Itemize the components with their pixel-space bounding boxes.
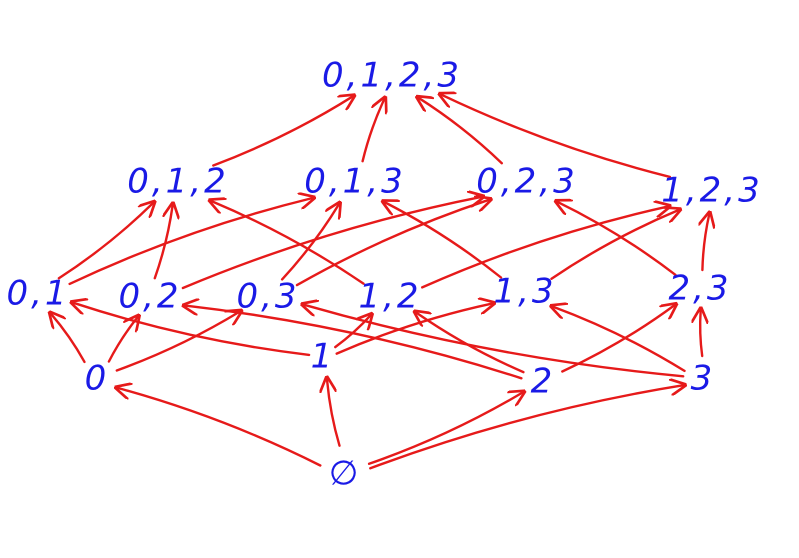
node-s123: 1,2,3: [661, 171, 763, 211]
edge-s2-to-s23: [561, 305, 675, 373]
edge-empty-to-s1: [327, 379, 341, 447]
node-s0: 0: [85, 359, 110, 399]
edge-s23-to-s123: [702, 214, 709, 272]
edge-s012-to-s0123: [212, 96, 353, 167]
edge-s12-to-s012: [211, 201, 365, 285]
edge-empty-to-s0: [118, 388, 322, 467]
edge-s13-to-s013: [384, 202, 503, 279]
edge-s013-to-s0123: [361, 99, 385, 163]
node-s013: 0,1,3: [304, 162, 406, 202]
edge-s1-to-s01: [73, 303, 311, 357]
edge-s13-to-s123: [550, 210, 679, 280]
node-s01: 0,1: [6, 274, 69, 314]
edge-empty-to-s2: [367, 392, 523, 465]
edge-s3-to-s03: [304, 305, 685, 378]
node-s012: 0,1,2: [127, 162, 229, 202]
node-s03: 0,3: [236, 277, 299, 317]
edge-s0-to-s02: [107, 317, 138, 363]
edge-s12-to-s123: [421, 206, 668, 289]
node-s12: 1,2: [358, 277, 421, 317]
node-s1: 1: [311, 337, 336, 377]
nodes-layer: ∅ 0 1 2 3 0,1 0,2 0,3 1,2 1,3 2,3 0,1,2 0,1,3 0,2,3 1,…: [6, 56, 763, 494]
edge-s02-to-s012: [153, 205, 173, 280]
node-s023: 0,2,3: [476, 162, 578, 202]
edges-layer: [51, 95, 709, 470]
node-s2: 2: [531, 362, 556, 402]
edge-s01-to-s013: [68, 198, 313, 286]
edge-s3-to-s13: [553, 307, 686, 373]
edge-s0-to-s03: [115, 312, 240, 372]
edge-s2-to-s02: [185, 306, 523, 380]
edge-s0-to-s01: [51, 314, 86, 364]
edge-s23-to-s023: [557, 202, 677, 276]
edge-s01-to-s012: [57, 203, 153, 280]
edge-s123-to-s0123: [441, 95, 672, 179]
edge-s03-to-s023: [295, 200, 489, 287]
edge-empty-to-s3: [369, 385, 683, 470]
node-s02: 0,2: [118, 277, 181, 317]
node-s23: 2,3: [668, 269, 731, 309]
edge-s02-to-s023: [181, 197, 482, 290]
node-s3: 3: [691, 359, 716, 399]
node-empty: ∅: [329, 454, 362, 494]
edge-s023-to-s0123: [419, 98, 503, 165]
node-s0123: 0,1,2,3: [322, 56, 462, 96]
node-s13: 1,3: [493, 272, 556, 312]
edge-s3-to-s23: [700, 310, 702, 358]
edge-s03-to-s013: [280, 204, 339, 281]
